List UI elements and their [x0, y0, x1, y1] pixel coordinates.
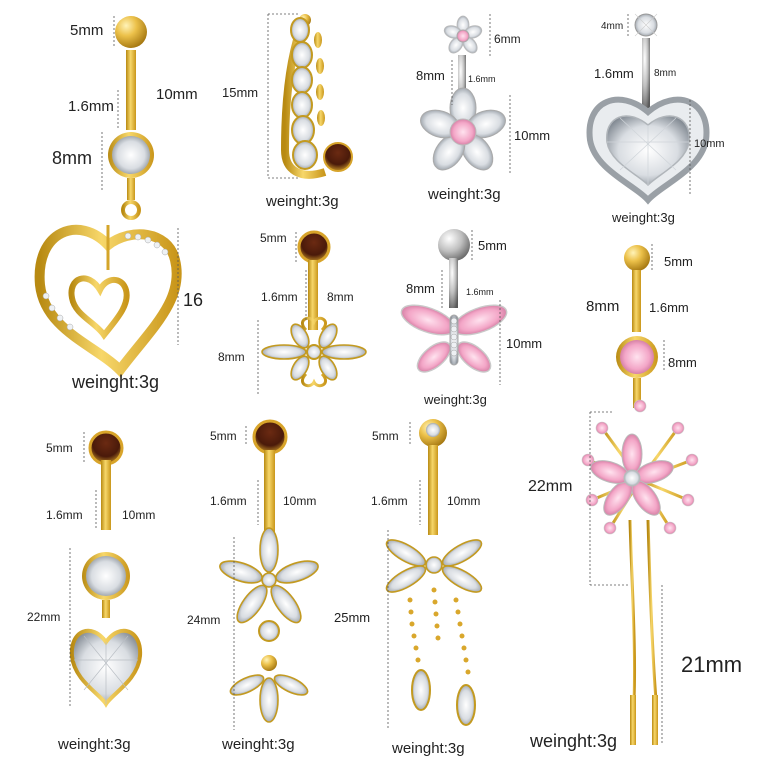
product-gold-flower-bar [257, 230, 367, 395]
dimension-label: 10mm [506, 336, 543, 351]
dimension-label: 8mm [586, 298, 620, 315]
dimension-label: 5mm [260, 231, 287, 245]
weight-label: weinght:3g [424, 392, 487, 407]
dimension-label: 8mm [52, 148, 92, 168]
product-gold-flower-drop [219, 419, 319, 730]
product-gold-flower-tassels [385, 419, 483, 728]
dimension-label: 21mm [681, 652, 743, 677]
weight-label: weinght:3g [58, 736, 131, 753]
dimension-label: 10mm [694, 138, 725, 150]
dimension-label: 5mm [478, 238, 507, 253]
dimension-label: 10mm [122, 508, 156, 522]
dimension-label: 8mm [416, 68, 445, 83]
dimension-label: 22mm [27, 610, 61, 624]
dimension-label: 5mm [372, 429, 399, 443]
dimension-label: 1.6mm [371, 494, 408, 508]
product-pink-sunburst-chains [581, 244, 699, 745]
dimension-label: 10mm [156, 86, 198, 103]
dimension-label: 22mm [528, 478, 573, 495]
dimension-label: 8mm [406, 281, 435, 296]
dimension-label: 6mm [494, 32, 521, 46]
dimension-label: 8mm [218, 350, 245, 364]
product-gold-heart-dangle [34, 16, 182, 378]
dimension-label: 1.6mm [466, 287, 494, 297]
dimension-label: 1.6mm [68, 98, 114, 115]
dimension-label: 8mm [654, 68, 677, 79]
dimension-label: 10mm [283, 494, 317, 508]
dimension-label: 1.6mm [594, 66, 634, 81]
dimension-label: 5mm [210, 429, 237, 443]
weight-label: weinght:3g [392, 740, 465, 757]
weight-label: weinght:3g [530, 731, 618, 751]
dimension-label: 25mm [334, 610, 371, 625]
dimension-label: 15mm [222, 85, 259, 100]
product-silver-heart-halo [586, 13, 710, 205]
weight-label: weinght:3g [222, 736, 295, 753]
dimension-label: 1.6mm [649, 300, 689, 315]
weight-label: weinght:3g [266, 193, 339, 210]
dimension-label: 10mm [514, 128, 551, 143]
dimension-label: 1.6mm [468, 74, 496, 84]
dimension-label: 1.6mm [46, 508, 83, 522]
dimension-label: 1.6mm [261, 290, 298, 304]
dimension-label: 5mm [46, 441, 73, 455]
dimension-label: 1.6mm [210, 494, 247, 508]
dimension-label: 16 [183, 290, 204, 310]
dimension-label: 4mm [601, 21, 624, 32]
product-pink-butterfly [400, 229, 508, 385]
product-gold-leaf-curve [267, 13, 353, 179]
dimension-label: 8mm [668, 355, 697, 370]
dimension-label: 10mm [447, 494, 481, 508]
product-gold-heart-drop [69, 430, 143, 708]
weight-label: weinght:3g [612, 210, 675, 225]
product-flower-pink-center [420, 14, 511, 175]
weight-label: weinght:3g [72, 372, 160, 392]
weight-label: weinght:3g [428, 186, 501, 203]
dimension-label: 24mm [187, 613, 221, 627]
dimension-label: 8mm [327, 290, 354, 304]
dimension-label: 5mm [70, 22, 104, 39]
dimension-label: 5mm [664, 254, 693, 269]
